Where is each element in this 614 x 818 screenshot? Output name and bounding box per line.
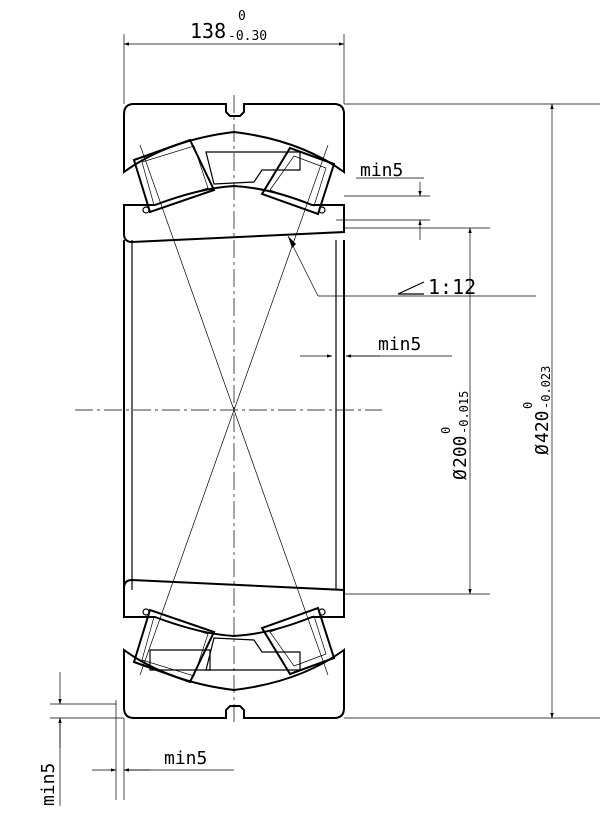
- outer-diameter-dimension: Ø 420 0 -0.023: [344, 103, 600, 719]
- bore-lower: -0.015: [457, 391, 471, 434]
- outer-upper: 0: [521, 402, 535, 409]
- width-lower: -0.30: [228, 29, 267, 44]
- outer-ring-bottom: [123, 648, 345, 719]
- top-section: [123, 103, 345, 244]
- taper-callout: 1:12: [287, 235, 536, 299]
- roller-top-left: [132, 138, 216, 214]
- min-left-vertical: min5: [38, 763, 59, 806]
- width-nominal: 138: [190, 19, 226, 43]
- width-dimension: 138 0 -0.30: [123, 9, 345, 104]
- min-bottom: min5: [164, 748, 207, 769]
- bore-dimension: Ø 200 0 -0.015: [344, 227, 490, 595]
- min-top-right-dimension: min5: [336, 160, 430, 240]
- min-mid-right: min5: [378, 334, 421, 355]
- bore-upper: 0: [439, 427, 453, 434]
- outer-ring-top: [123, 103, 345, 174]
- outer-symbol: Ø: [532, 444, 553, 455]
- bore-nominal: 200: [450, 435, 471, 468]
- outer-nominal: 420: [532, 410, 553, 443]
- min-mid-right-dimension: min5: [300, 334, 452, 358]
- width-upper: 0: [238, 9, 246, 24]
- cage-top: [205, 151, 301, 185]
- taper-value: 1:12: [428, 275, 476, 299]
- min-left-dimension: min5: [38, 672, 124, 806]
- roller-bottom-right: [260, 606, 336, 676]
- min-top-right: min5: [360, 160, 403, 181]
- roller-top-right: [260, 146, 336, 216]
- bore-symbol: Ø: [450, 469, 471, 480]
- roller-bottom-left: [132, 608, 216, 684]
- bottom-section: [123, 578, 345, 719]
- outer-lower: -0.023: [539, 366, 553, 409]
- bearing-body: [123, 240, 345, 590]
- min-bottom-dimension: min5: [92, 700, 234, 800]
